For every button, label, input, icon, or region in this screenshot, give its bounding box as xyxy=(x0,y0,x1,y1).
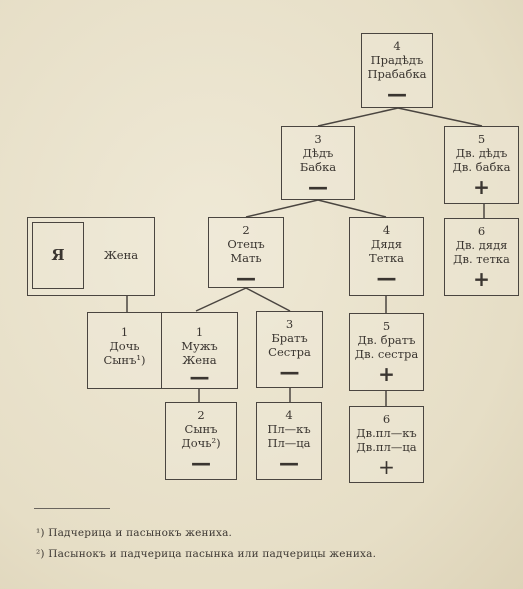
degree-number: 4 xyxy=(382,223,391,237)
relation-female: Дв.пл—ца xyxy=(356,440,417,454)
footnote-2: ²) Пасынокъ и падчерица пасынка или падч… xyxy=(36,548,377,560)
minus-sign: — xyxy=(279,360,300,384)
relation-female: Дочь²) xyxy=(181,436,221,450)
relation-male: Дѣдъ xyxy=(302,146,334,160)
box-parents: 2 Отецъ Мать — xyxy=(208,217,284,288)
relation-female: Бабка xyxy=(299,160,337,174)
minus-sign: — xyxy=(189,365,210,389)
degree-number: 2 xyxy=(242,223,250,237)
relation-female: Дочь xyxy=(109,339,140,353)
relation-female: Пл—ца xyxy=(267,436,311,450)
plus-sign: + xyxy=(473,175,490,199)
relation-male: Сынъ¹) xyxy=(103,353,146,367)
box-nephews: 4 Пл—къ Пл—ца — xyxy=(256,402,322,480)
relation-female: Сестра xyxy=(268,345,311,359)
relation-female: Дв. сестра xyxy=(354,347,419,361)
box-daughter: 1 Дочь Сынъ¹) xyxy=(88,313,162,388)
ego-label: Я xyxy=(51,246,65,264)
relation-male: Дв.пл—къ xyxy=(356,426,417,440)
minus-sign: — xyxy=(279,451,299,475)
degree-number: 2 xyxy=(197,408,205,422)
relation-male: Дядя xyxy=(371,237,402,251)
box-daughter-husband: 1 Дочь Сынъ¹) 1 Мужъ Жена — xyxy=(87,312,238,389)
relation-female: Мать xyxy=(230,251,262,265)
box-uncle: 4 Дядя Тетка — xyxy=(349,217,424,296)
degree-number: 3 xyxy=(285,317,294,331)
relation-male: Дв. дѣдъ xyxy=(455,146,508,160)
degree-number: 6 xyxy=(382,412,391,426)
degree-number: 5 xyxy=(477,132,486,146)
relation-male: Пл—къ xyxy=(267,422,311,436)
minus-sign: — xyxy=(191,451,211,475)
wife-label: Жена xyxy=(103,248,139,262)
box-great-grandparents: 4 Прадѣдъ Прабабка — xyxy=(361,33,433,108)
minus-sign: — xyxy=(376,266,397,290)
relation-male: Прадѣдъ xyxy=(370,53,424,67)
footnote-separator xyxy=(34,508,110,509)
box-siblings: 3 Братъ Сестра — xyxy=(256,311,323,388)
box-cousins: 5 Дв. братъ Дв. сестра + xyxy=(349,313,424,391)
box-grandparents: 3 Дѣдъ Бабка — xyxy=(281,126,355,200)
degree-number: 5 xyxy=(382,319,391,333)
relation-female: Дв. бабка xyxy=(452,160,511,174)
relation-male: Сынъ xyxy=(184,422,218,436)
relation-female: Дв. тетка xyxy=(453,252,510,266)
relation-male: Отецъ xyxy=(227,237,265,251)
relation-female: Прабабка xyxy=(367,67,427,81)
degree-number: 4 xyxy=(393,39,401,53)
relation-female: Жена xyxy=(182,353,217,367)
minus-sign: — xyxy=(387,82,407,106)
box-second-nephews: 6 Дв.пл—къ Дв.пл—ца + xyxy=(349,406,424,483)
box-ego-wife: Я Жена xyxy=(27,217,155,296)
box-ego: Я xyxy=(32,222,84,289)
box-great-uncle: 5 Дв. дѣдъ Дв. бабка + xyxy=(444,126,519,204)
degree-number: 6 xyxy=(477,224,486,238)
relation-male: Братъ xyxy=(271,331,308,345)
relation-male: Мужъ xyxy=(181,339,218,353)
minus-sign: — xyxy=(308,175,328,199)
degree-number: 1 xyxy=(120,325,129,339)
box-second-uncle: 6 Дв. дядя Дв. тетка + xyxy=(444,218,519,296)
minus-sign: — xyxy=(236,266,256,290)
degree-number: 4 xyxy=(285,408,293,422)
relation-male: Дв. дядя xyxy=(455,238,508,252)
plus-sign: + xyxy=(378,455,395,479)
relation-female: Тетка xyxy=(369,251,404,265)
relation-male: Дв. братъ xyxy=(357,333,416,347)
plus-sign: + xyxy=(378,362,395,386)
box-husband: 1 Мужъ Жена — xyxy=(162,313,237,388)
footnote-1: ¹) Падчерица и пасынокъ жениха. xyxy=(36,527,233,539)
degree-number: 3 xyxy=(314,132,322,146)
plus-sign: + xyxy=(473,267,490,291)
degree-number: 1 xyxy=(195,325,204,339)
box-grandson: 2 Сынъ Дочь²) — xyxy=(165,402,237,480)
